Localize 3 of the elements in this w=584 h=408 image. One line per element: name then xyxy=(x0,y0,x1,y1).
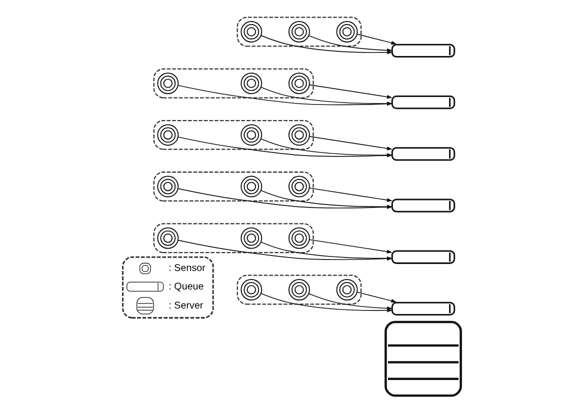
legend-label: : Server xyxy=(168,300,204,312)
legend-label: : Sensor xyxy=(168,263,206,274)
legend-label: : Queue xyxy=(168,281,204,292)
